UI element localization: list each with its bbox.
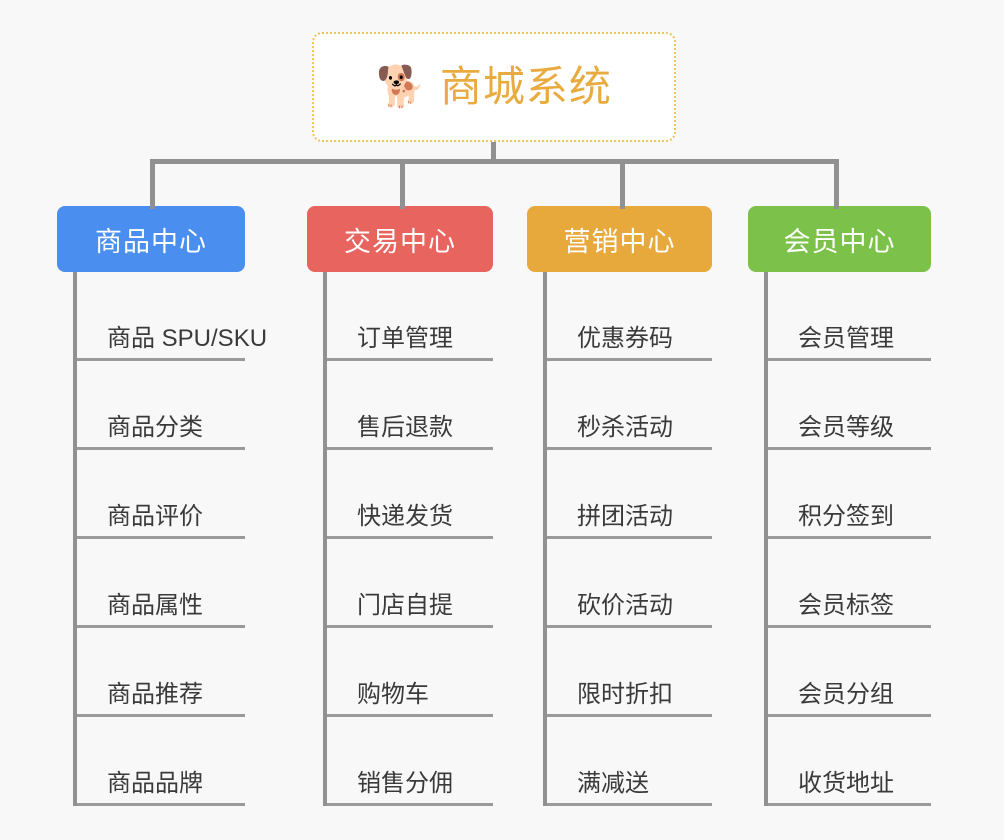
leaf-item-label: 秒杀活动 (577, 413, 673, 441)
leaf-item-label: 收货地址 (798, 769, 894, 797)
category-header-product-center[interactable]: 商品中心 (57, 206, 245, 272)
leaf-item-label: 会员管理 (798, 324, 894, 352)
leaf-item-label: 砍价活动 (577, 591, 673, 619)
category-header-label: 会员中心 (783, 226, 896, 257)
leaf-item[interactable]: 销售分佣 (327, 717, 493, 806)
leaf-item-label: 快递发货 (357, 502, 453, 530)
branch-column-marketing-center: 营销中心优惠券码秒杀活动拼团活动砍价活动限时折扣满减送 (527, 206, 712, 806)
leaf-item-label: 商品评价 (107, 502, 203, 530)
leaf-item-label: 满减送 (577, 769, 649, 797)
leaf-item[interactable]: 积分签到 (768, 450, 931, 539)
leaf-item-label: 积分签到 (798, 502, 894, 530)
leaf-list-member-center: 会员管理会员等级积分签到会员标签会员分组收货地址 (764, 272, 931, 806)
leaf-item[interactable]: 拼团活动 (547, 450, 712, 539)
shiba-dog-face-icon: 🐕 (376, 65, 426, 109)
leaf-item[interactable]: 订单管理 (327, 272, 493, 361)
category-header-label: 商品中心 (95, 226, 207, 257)
category-header-label: 交易中心 (344, 226, 456, 257)
leaf-list-trade-center: 订单管理售后退款快递发货门店自提购物车销售分佣 (323, 272, 493, 806)
branch-drop-connector-trade-center (400, 159, 405, 209)
leaf-item[interactable]: 商品品牌 (77, 717, 245, 806)
leaf-item[interactable]: 商品评价 (77, 450, 245, 539)
leaf-item-label: 商品分类 (107, 413, 203, 441)
leaf-item-label: 商品推荐 (107, 680, 203, 708)
category-header-member-center[interactable]: 会员中心 (748, 206, 931, 272)
leaf-list-product-center: 商品 SPU/SKU 商品分类商品评价商品属性商品推荐商品品牌 (73, 272, 267, 806)
leaf-item[interactable]: 优惠券码 (547, 272, 712, 361)
leaf-item[interactable]: 砍价活动 (547, 539, 712, 628)
leaf-item[interactable]: 会员等级 (768, 361, 931, 450)
branch-drop-connector-member-center (834, 159, 839, 209)
leaf-item-label: 拼团活动 (577, 502, 673, 530)
leaf-item-label: 商品品牌 (107, 769, 203, 797)
leaf-item-label: 优惠券码 (577, 324, 673, 352)
leaf-item-label: 购物车 (357, 680, 429, 708)
branch-drop-connector-marketing-center (620, 159, 625, 209)
leaf-item-label: 门店自提 (357, 591, 453, 619)
root-title: 商城系统 (439, 63, 612, 110)
branch-drop-connector-product-center (150, 159, 155, 209)
category-header-marketing-center[interactable]: 营销中心 (527, 206, 712, 272)
leaf-item-label: 限时折扣 (577, 680, 673, 708)
leaf-item[interactable]: 售后退款 (327, 361, 493, 450)
leaf-item-label: 订单管理 (357, 324, 453, 352)
leaf-item-label: 会员标签 (798, 591, 894, 619)
leaf-item[interactable]: 购物车 (327, 628, 493, 717)
leaf-item-label: 会员分组 (798, 680, 894, 708)
leaf-item[interactable]: 限时折扣 (547, 628, 712, 717)
leaf-item[interactable]: 商品属性 (77, 539, 245, 628)
leaf-item-label: 售后退款 (357, 413, 453, 441)
leaf-item[interactable]: 商品分类 (77, 361, 245, 450)
trunk-stem-connector (491, 142, 496, 164)
leaf-item[interactable]: 会员管理 (768, 272, 931, 361)
leaf-item[interactable]: 满减送 (547, 717, 712, 806)
leaf-item-label: 销售分佣 (357, 769, 453, 797)
root-node[interactable]: 🐕 商城系统 (312, 32, 676, 142)
leaf-item[interactable]: 商品推荐 (77, 628, 245, 717)
leaf-item[interactable]: 门店自提 (327, 539, 493, 628)
category-header-label: 营销中心 (563, 226, 676, 257)
leaf-item[interactable]: 快递发货 (327, 450, 493, 539)
leaf-item[interactable]: 商品 SPU/SKU (77, 272, 267, 361)
leaf-item[interactable]: 会员分组 (768, 628, 931, 717)
branch-column-member-center: 会员中心会员管理会员等级积分签到会员标签会员分组收货地址 (748, 206, 931, 806)
leaf-item[interactable]: 收货地址 (768, 717, 931, 806)
category-header-trade-center[interactable]: 交易中心 (307, 206, 493, 272)
leaf-item[interactable]: 会员标签 (768, 539, 931, 628)
leaf-item-label: 会员等级 (798, 413, 894, 441)
branch-column-product-center: 商品中心商品 SPU/SKU 商品分类商品评价商品属性商品推荐商品品牌 (57, 206, 267, 806)
leaf-list-marketing-center: 优惠券码秒杀活动拼团活动砍价活动限时折扣满减送 (543, 272, 712, 806)
trunk-horizontal-connector (150, 159, 839, 164)
leaf-item-label: 商品 SPU/SKU (107, 324, 268, 352)
leaf-item[interactable]: 秒杀活动 (547, 361, 712, 450)
branch-column-trade-center: 交易中心订单管理售后退款快递发货门店自提购物车销售分佣 (307, 206, 493, 806)
leaf-item-label: 商品属性 (107, 591, 203, 619)
